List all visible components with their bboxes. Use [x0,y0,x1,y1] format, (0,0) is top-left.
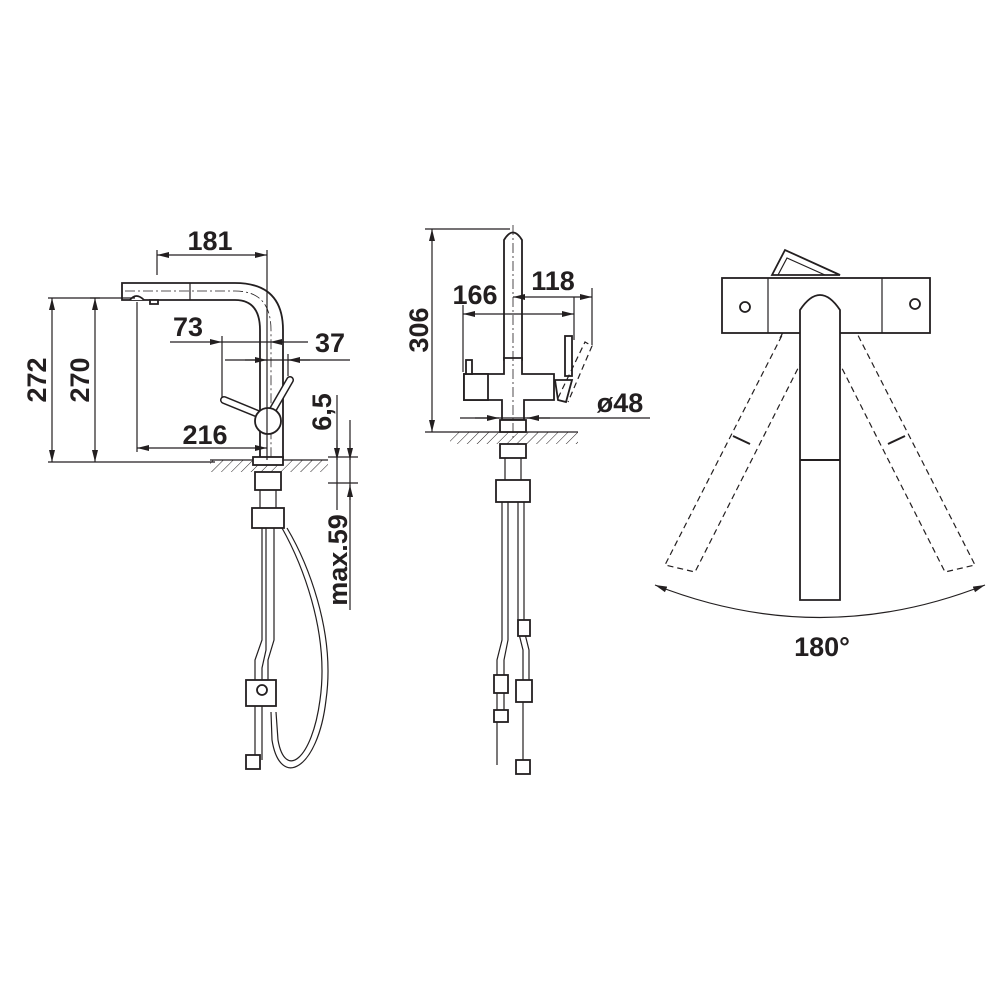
lever-hub [254,407,282,435]
dim-max-59: max.59 [323,514,353,606]
dim-306: 306 [404,307,434,352]
dim-166: 166 [452,280,497,310]
spout [799,294,841,601]
dim-6-5: 6,5 [307,393,337,431]
countertop [450,432,578,444]
dim-118: 118 [531,266,575,296]
dim-216: 216 [182,420,227,450]
dim-270: 270 [65,357,95,402]
dim-272: 272 [22,357,52,402]
countertop [210,460,328,472]
dim-37: 37 [315,328,345,358]
front-view: 306 166 118 ø48 [404,225,650,775]
dim-181: 181 [187,226,232,256]
dim-73: 73 [173,312,203,342]
lever-outline [770,248,841,276]
dim-180-degrees: 180° [794,632,850,662]
dim-diameter-48: ø48 [597,388,644,418]
under-counter-hardware [245,471,329,770]
under-counter-hardware [493,443,533,775]
top-view: 180° [654,248,986,662]
side-view: 181 272 270 216 73 37 6,5 max.59 [22,226,358,770]
